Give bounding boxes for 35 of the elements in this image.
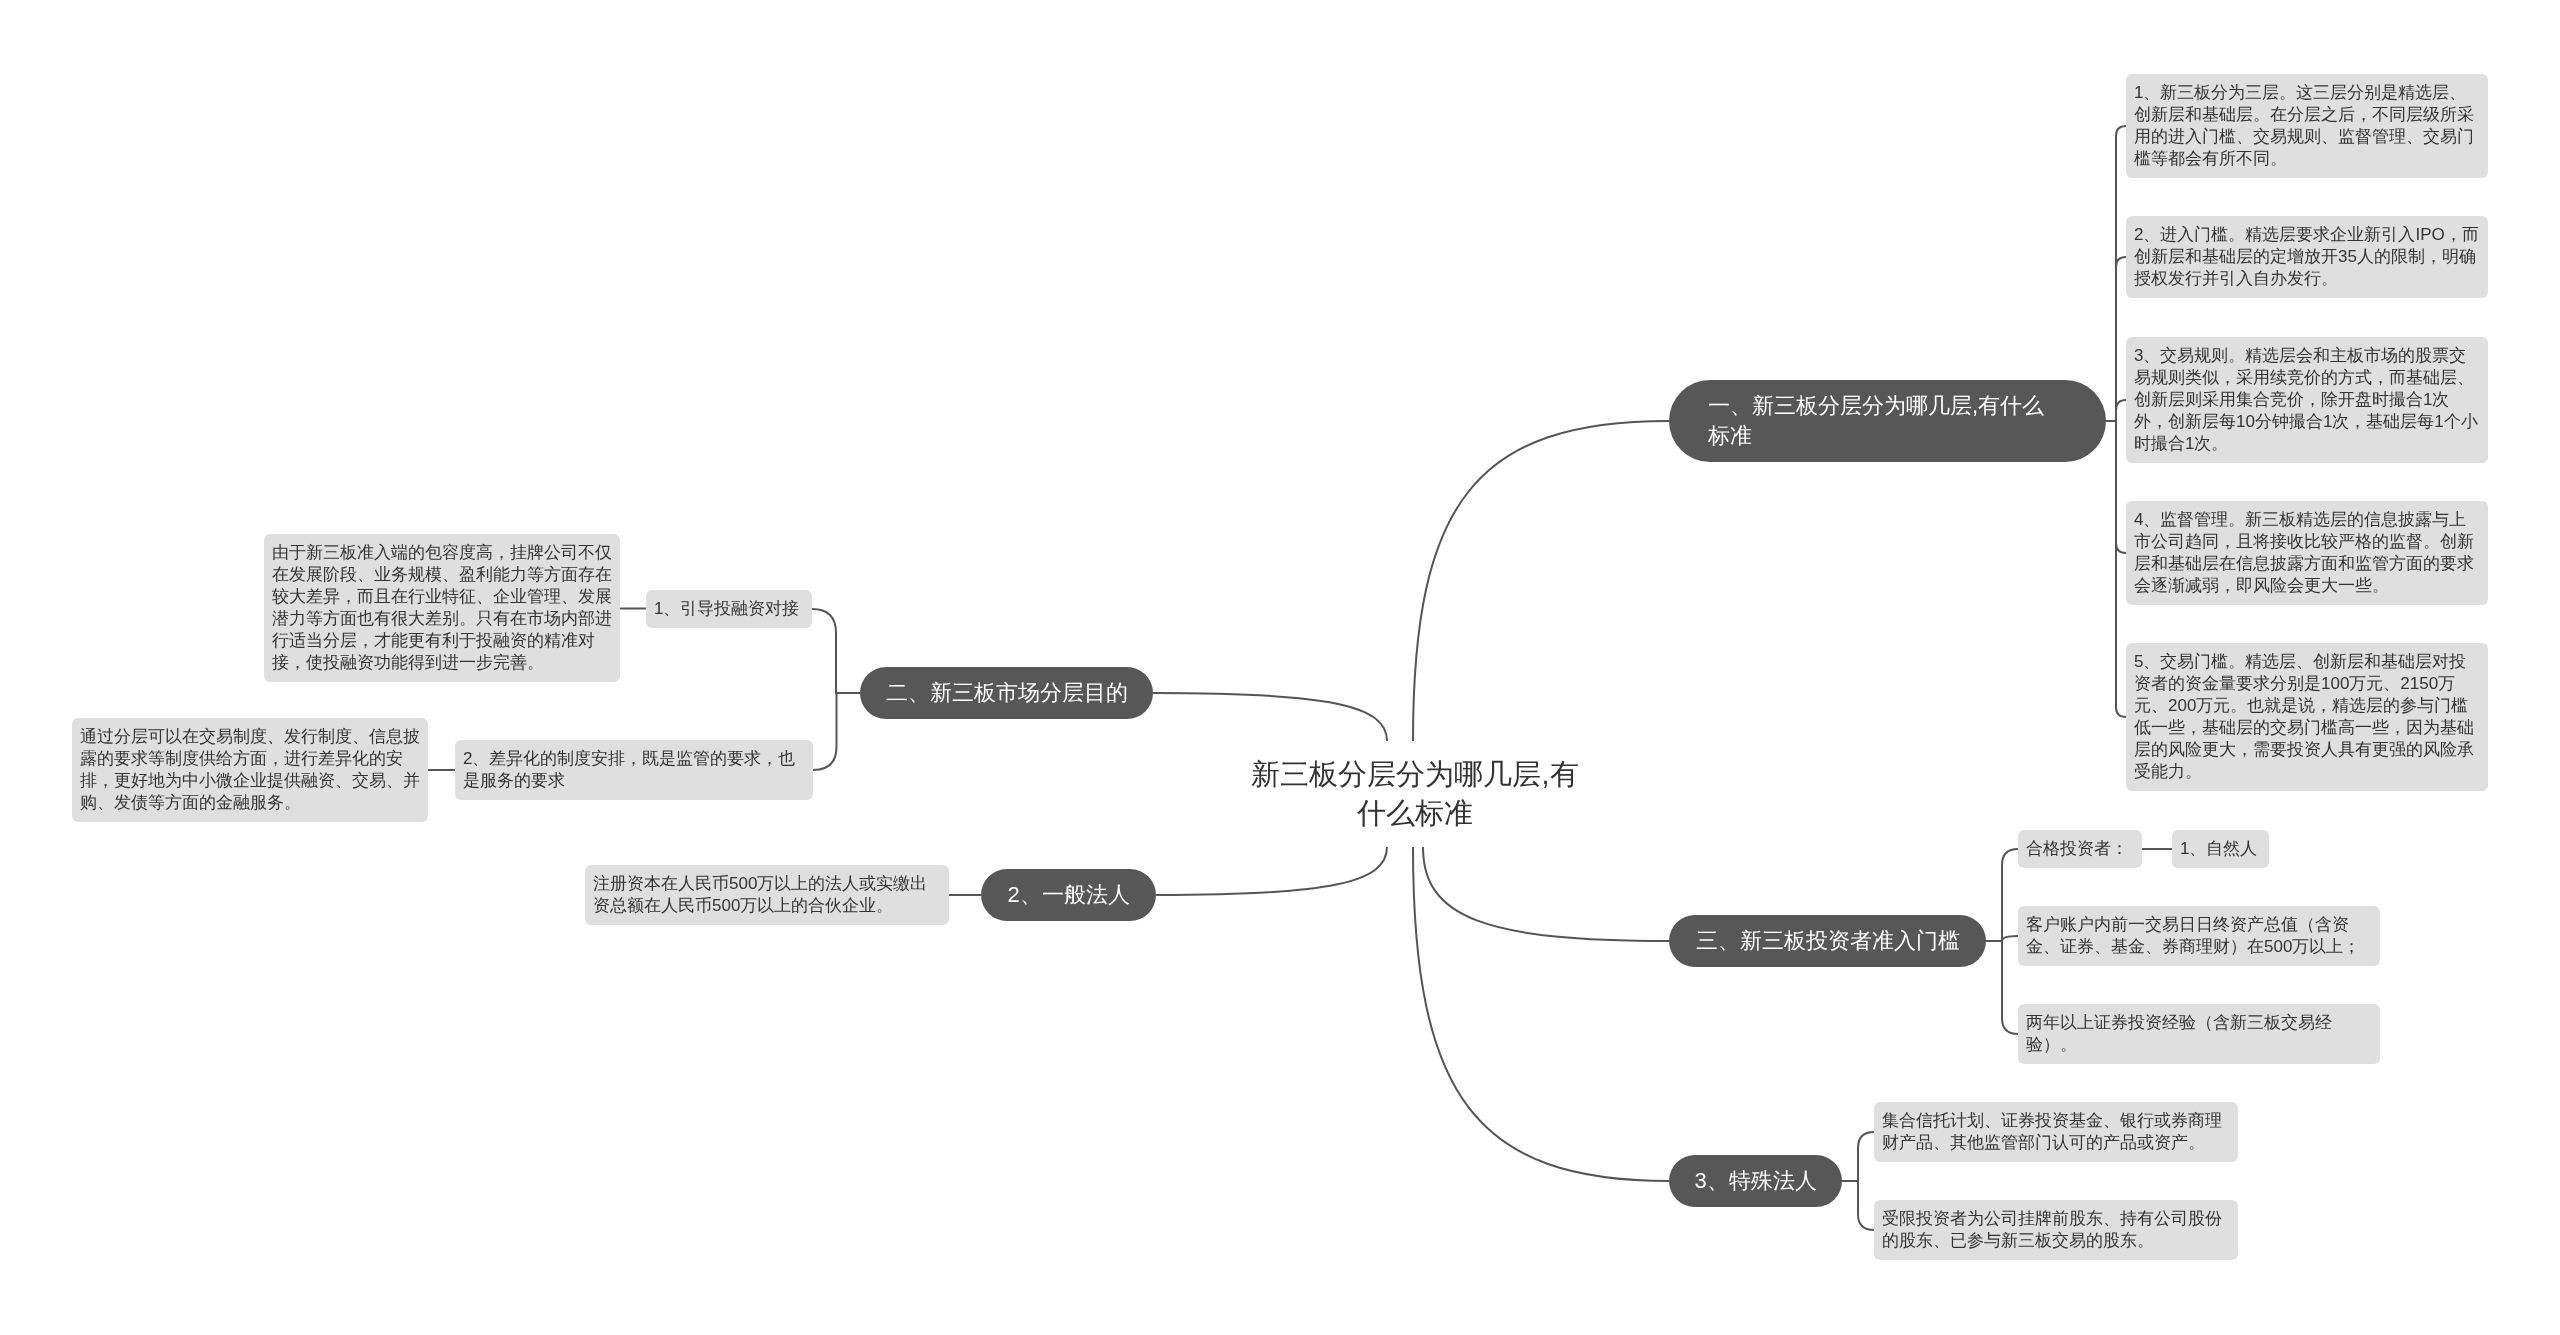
connector-line [1152,692,1388,742]
connector-line [1985,940,2019,1035]
connector-line [948,894,982,896]
connector-line [1155,846,1388,896]
note-card: 集合信托计划、证券投资基金、银行或券商理财产品、其他监管部门认可的产品或资产。 [1874,1102,2238,1162]
note-card: 4、监督管理。新三板精选层的信息披露与上市公司趋同，且将接收比较严格的监督。创新层和基础层在信息披露方面和监管方面的要求会逐渐减弱，即风险会更大一些。 [2126,501,2488,605]
central-topic: 新三板分层分为哪几层,有什么标准 [1245,741,1585,847]
note-card: 1、引导投融资对接 [646,590,812,628]
note-card: 合格投资者： [2018,830,2142,868]
connector-line [2141,848,2173,850]
note-card: 客户账户内前一交易日日终资产总值（含资金、证券、基金、券商理财）在500万以上； [2018,906,2380,966]
topic-pill: 一、新三板分层分为哪几层,有什么标准 [1669,380,2106,462]
connector-line [812,692,861,771]
note-card: 5、交易门槛。精选层、创新层和基础层对投资者的资金量要求分别是100万元、2150万元、200万元。也就是说，精选层的参与门槛低一些，基础层的交易门槛高一些，因为基础层的风险更大，需要投资人具有更强的风险承受能力。 [2126,643,2488,791]
note-card: 两年以上证券投资经验（含新三板交易经验）。 [2018,1004,2380,1064]
connector-line [619,607,647,610]
note-card: 1、新三板分为三层。这三层分别是精选层、创新层和基础层。在分层之后，不同层级所采用的进入门槛、交易规则、监督管理、交易门槛等都会有所不同。 [2126,74,2488,178]
note-card: 受限投资者为公司挂牌前股东、持有公司股份的股东、已参与新三板交易的股东。 [1874,1200,2238,1260]
connector-line [427,769,456,771]
note-card: 1、自然人 [2172,830,2269,868]
note-card: 3、交易规则。精选层会和主板市场的股票交易规则类似，采用续竞价的方式，而基础层、创新层则采用集合竞价，除开盘时撮合1次外，创新层每10分钟撮合1次，基础层每1个小时撮合1次。 [2126,337,2488,463]
connector-line [1841,1180,1875,1231]
topic-pill: 2、一般法人 [981,869,1156,921]
note-card: 2、进入门槛。精选层要求企业新引入IPO，而创新层和基础层的定增放开35人的限制，明确授权发行并引入自办发行。 [2126,216,2488,298]
connector-line [2105,420,2127,718]
note-card: 通过分层可以在交易制度、发行制度、信息披露的要求等制度供给方面，进行差异化的安排，更好地为中小微企业提供融资、交易、并购、发债等方面的金融服务。 [72,718,428,822]
note-card: 2、差异化的制度安排，既是监管的要求，也是服务的要求 [455,740,813,800]
connector-line [1412,420,1670,742]
topic-pill: 三、新三板投资者准入门槛 [1669,915,1986,967]
note-card: 注册资本在人民币500万以上的法人或实缴出资总额在人民币500万以上的合伙企业。 [585,865,949,925]
connector-line [1412,846,1670,1182]
note-card: 由于新三板准入端的包容度高，挂牌公司不仅在发展阶段、业务规模、盈利能力等方面存在较大差异，而且在行业特征、企业管理、发展潜力等方面也有很大差别。只有在市场内部进行适当分层，才能更有利于投融资的精准对接，使投融资功能得到进一步完善。 [264,534,620,682]
topic-pill: 二、新三板市场分层目的 [860,667,1153,719]
connector-line [1422,846,1670,942]
topic-pill: 3、特殊法人 [1669,1155,1842,1207]
